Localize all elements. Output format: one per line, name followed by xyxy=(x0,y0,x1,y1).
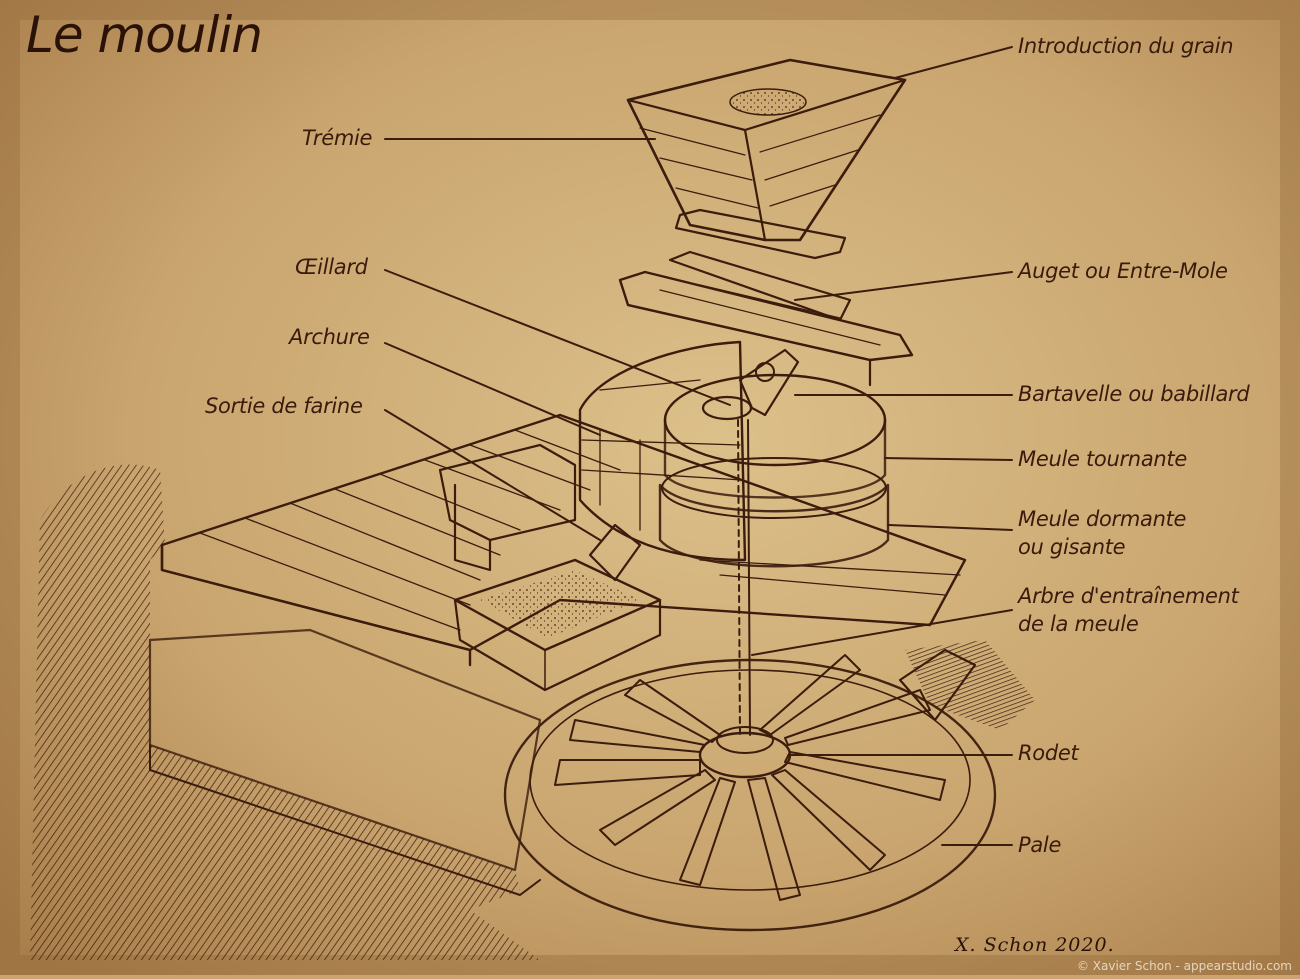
label-arbre-line2: de la meule xyxy=(1018,612,1139,636)
meule-dormante xyxy=(658,483,890,568)
label-archure: Archure xyxy=(289,325,370,349)
pale xyxy=(771,769,886,871)
leader-lines xyxy=(384,46,1013,846)
pale xyxy=(784,689,931,746)
leader-arbre xyxy=(751,609,1013,656)
leader-sortie xyxy=(384,409,601,541)
pale xyxy=(554,759,701,786)
leader-introduction xyxy=(894,46,1013,79)
label-introduction-du-grain: Introduction du grain xyxy=(1018,34,1234,58)
pale xyxy=(679,777,736,886)
foundation-slab xyxy=(148,628,542,872)
label-oeillard: Œillard xyxy=(295,255,368,279)
label-meule-dormante-line2: ou gisante xyxy=(1018,535,1126,559)
water-wheel-tub xyxy=(503,658,997,932)
pale xyxy=(784,751,946,801)
leader-archure xyxy=(384,342,601,436)
hopper-beam xyxy=(674,208,847,260)
label-tremie: Trémie xyxy=(302,126,373,150)
grain-in-hopper xyxy=(729,88,807,116)
artist-signature: X. Schon 2020. xyxy=(955,934,1115,956)
outlet-block xyxy=(438,443,577,542)
diagram-title: Le moulin xyxy=(26,6,263,64)
label-meule-dormante-line1: Meule dormante xyxy=(1018,507,1187,531)
label-bartavelle: Bartavelle ou babillard xyxy=(1018,382,1250,406)
pale xyxy=(599,769,716,846)
label-meule-tournante: Meule tournante xyxy=(1018,447,1187,471)
label-pale: Pale xyxy=(1018,833,1062,857)
tremie xyxy=(626,58,907,242)
label-sortie-de-farine: Sortie de farine xyxy=(205,394,363,418)
leader-meule-tournante xyxy=(884,457,1013,461)
leader-auget xyxy=(794,271,1013,301)
flour-spout xyxy=(588,523,642,582)
leader-meule-dormante xyxy=(887,524,1013,531)
pale xyxy=(747,777,801,901)
archure-casing xyxy=(578,340,747,562)
drive-shaft xyxy=(737,419,741,736)
copyright-notice: © Xavier Schon - appearstudio.com xyxy=(1076,959,1292,973)
pale xyxy=(759,654,861,736)
pale xyxy=(569,719,706,753)
label-arbre-line1: Arbre d'entraînement xyxy=(1018,584,1239,608)
leader-oeillard xyxy=(384,269,731,406)
sluice-gate xyxy=(898,648,977,722)
pale xyxy=(624,679,721,743)
meule-tournante-side xyxy=(663,418,887,499)
label-rodet: Rodet xyxy=(1018,741,1079,765)
label-auget: Auget ou Entre-Mole xyxy=(1018,259,1228,283)
grass-bank xyxy=(30,464,540,960)
paddles xyxy=(554,654,946,901)
bartavelle xyxy=(738,348,800,417)
